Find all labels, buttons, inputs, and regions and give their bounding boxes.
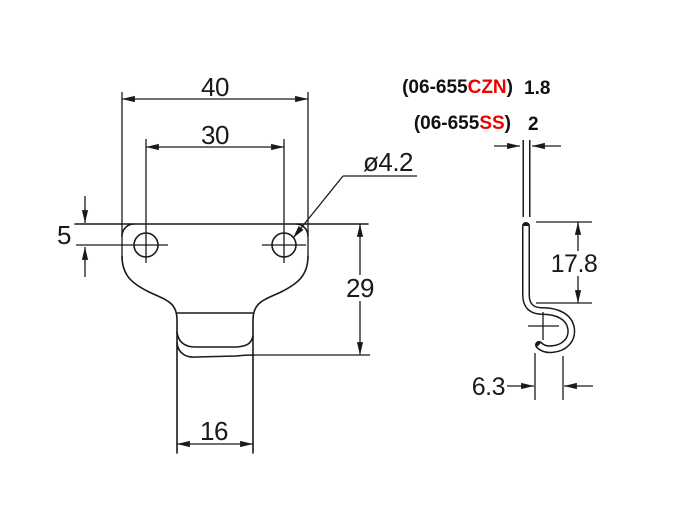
dim-body-height: 29	[253, 223, 377, 356]
hole-diameter-label: ø4.2	[363, 147, 413, 177]
side-view: (06-655CZN) 1.8 (06-655SS) 2 17.8 6.3	[402, 77, 600, 401]
side-hook-outline	[522, 222, 576, 354]
dim-tab-width: 16	[176, 416, 254, 448]
plate-left-contour	[121, 255, 178, 454]
dim-hole-edge-offset: 5	[57, 196, 89, 277]
hole-right	[262, 139, 306, 263]
variant-ss-thickness: 2	[528, 114, 539, 135]
dim-40-label: 40	[201, 72, 229, 102]
dim-hook-depth: 6.3	[472, 353, 593, 401]
dim-178-label-mask	[548, 251, 600, 276]
dim-overall-width: 40	[121, 72, 309, 103]
plate-right-contour	[252, 255, 309, 454]
dim-5-label: 5	[57, 220, 71, 250]
dim-30-label: 30	[201, 120, 229, 150]
hook-curve-inner	[176, 331, 254, 348]
variant-czn-thickness: 1.8	[524, 78, 550, 99]
dim-178-label: 17.8	[551, 250, 598, 278]
dim-29-label: 29	[346, 273, 374, 303]
plate-corner-left	[121, 223, 135, 237]
front-view: 40 30 5 29 16 ø4.2	[57, 72, 417, 454]
hook-curve-outer	[176, 342, 255, 358]
variant-labels: (06-655CZN) 1.8 (06-655SS) 2	[402, 77, 550, 135]
bend-center-mark	[528, 312, 559, 340]
dim-16-label: 16	[200, 416, 228, 446]
variant-czn-label: (06-655CZN)	[402, 77, 513, 98]
dim-29-label-mask	[343, 275, 377, 301]
dim-hole-spacing: 30	[145, 120, 285, 151]
dim-hook-height: 17.8	[536, 221, 600, 304]
side-hook-core	[523, 226, 574, 352]
leader-line	[292, 175, 344, 239]
hole-left	[76, 139, 168, 263]
variant-ss-label: (06-655SS)	[414, 113, 511, 134]
hole-diameter-callout: ø4.2	[292, 147, 417, 239]
plate-corner-right	[295, 223, 309, 237]
dim-63-label: 6.3	[472, 373, 505, 401]
